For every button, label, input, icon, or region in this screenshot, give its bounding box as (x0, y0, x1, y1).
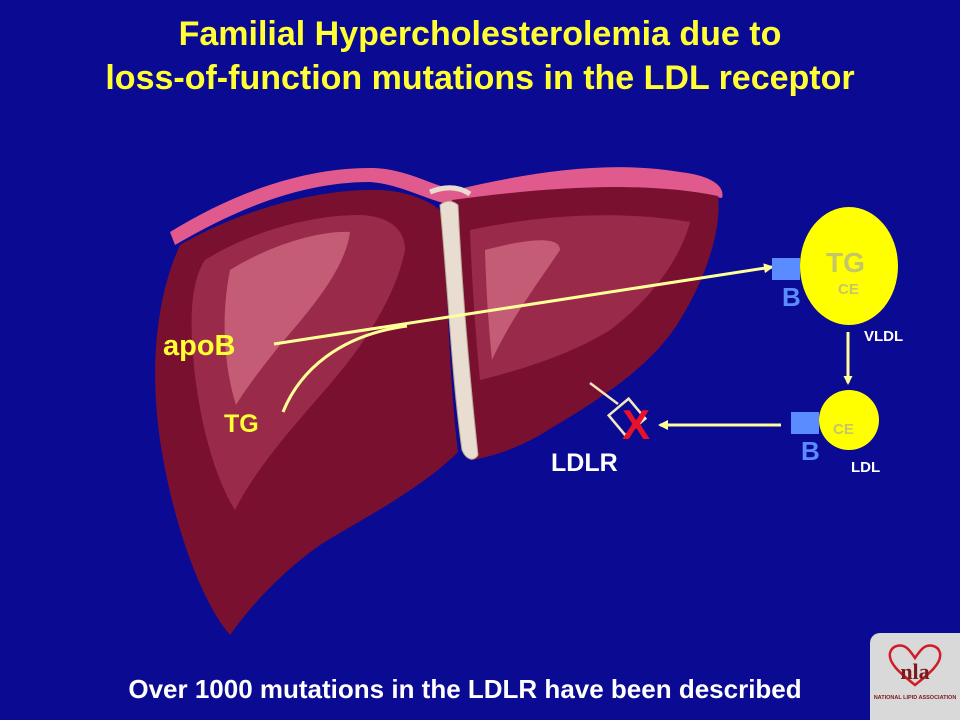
apob-secretion-arrow (273, 263, 774, 346)
ldlr-label: LDLR (551, 449, 618, 477)
vldl-particle (772, 207, 898, 325)
ldl-apob-box (791, 412, 819, 434)
nla-logo-subtitle: NATIONAL LIPID ASSOCIATION (873, 695, 957, 701)
liver-capsule-rim (170, 167, 723, 245)
ldl-apob-letter: B (801, 436, 820, 466)
liver-left-lobe-highlight (224, 231, 350, 405)
ldl-core (819, 390, 879, 450)
vldl-ce-text: CE (838, 281, 859, 298)
liver-illustration (155, 167, 723, 635)
nla-logo-mark: nla (900, 659, 929, 684)
ldl-ce-text: CE (833, 421, 854, 438)
vldl-core (800, 207, 898, 325)
ldlr-receptor-shape (606, 396, 648, 438)
slide-title-line-1: Familial Hypercholesterolemia due to (178, 15, 782, 53)
ldlr-stem (589, 382, 619, 405)
ldl-name-label: LDL (851, 459, 881, 476)
tg-incorporation-curve (281, 324, 408, 413)
vldl-apob-letter: B (782, 282, 801, 312)
slide-footer: Over 1000 mutations in the LDLR have bee… (128, 674, 802, 704)
nla-heart-icon: nla (888, 644, 942, 687)
blocked-x-mark: X (622, 401, 651, 448)
falciform-ligament (439, 200, 479, 460)
tg-label: TG (224, 410, 259, 438)
apob-label: apoB (163, 330, 236, 362)
slide-title-line-2: loss-of-function mutations in the LDL re… (105, 59, 855, 97)
ldl-receptor (589, 382, 648, 438)
vldl-name-label: VLDL (864, 328, 904, 345)
ldl-particle (791, 390, 879, 450)
vldl-apob-box (772, 258, 800, 280)
liver-right-lobe-highlight (485, 240, 560, 360)
nla-logo: nla NATIONAL LIPID ASSOCIATION (870, 633, 960, 720)
ligament-top (429, 185, 472, 197)
vldl-tg-text: TG (826, 247, 865, 278)
